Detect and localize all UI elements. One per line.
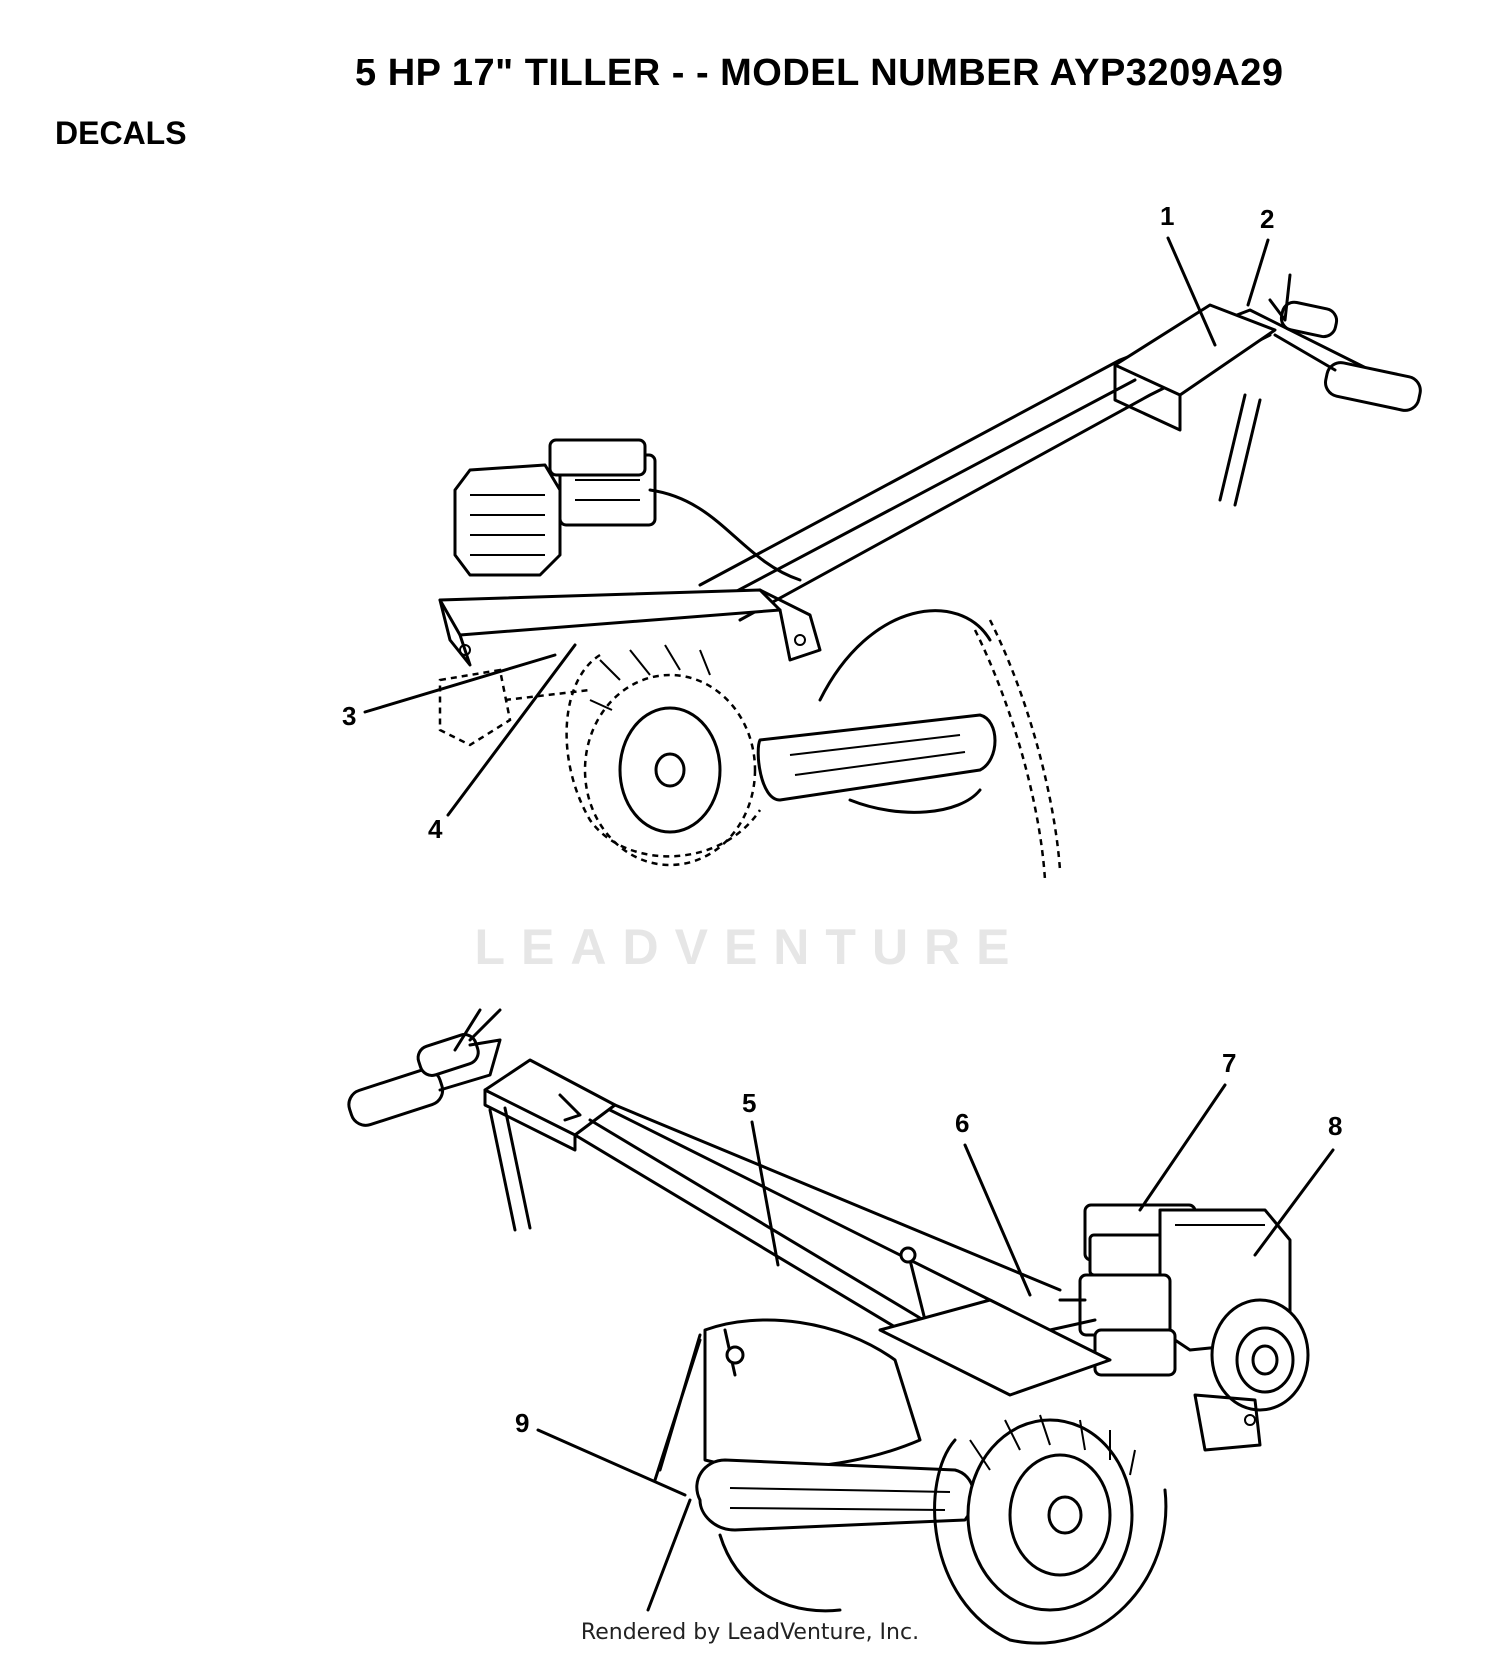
callout-2: 2: [1260, 204, 1274, 234]
page-title: 5 HP 17" TILLER - - MODEL NUMBER AYP3209…: [355, 52, 1284, 94]
callout-8: 8: [1328, 1111, 1342, 1141]
callout-5: 5: [742, 1088, 756, 1118]
tiller-bottom-view: [347, 1008, 1310, 1645]
callout-9: 9: [515, 1408, 529, 1438]
section-heading: DECALS: [55, 115, 187, 151]
callout-6: 6: [955, 1108, 969, 1138]
watermark-text: LEADVENTURE: [474, 919, 1026, 975]
tiller-top-view: [438, 273, 1422, 881]
callout-3: 3: [342, 701, 356, 731]
footer-credit: Rendered by LeadVenture, Inc.: [580, 1620, 920, 1645]
callout-7: 7: [1222, 1048, 1236, 1078]
callout-1: 1: [1160, 201, 1174, 231]
callout-4: 4: [428, 814, 443, 844]
